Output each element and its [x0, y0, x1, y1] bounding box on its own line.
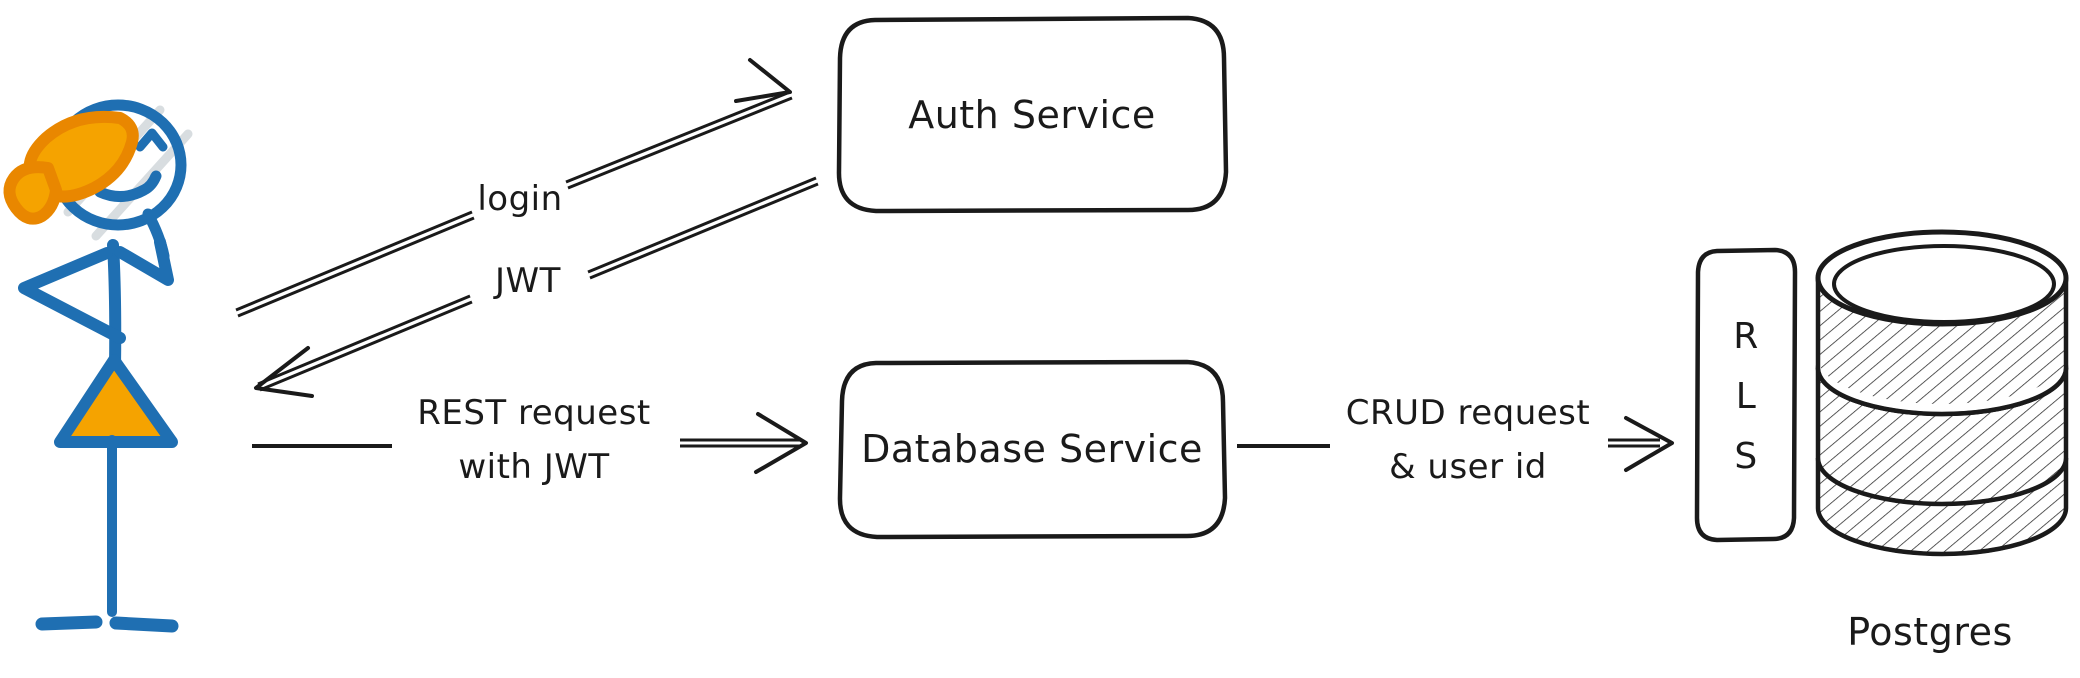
actor-arm-right	[114, 236, 174, 286]
actor-mouth	[94, 170, 162, 202]
user-stick-figure	[3, 99, 193, 633]
actor-hair-bow-icon	[3, 110, 139, 225]
rest-arrowhead-icon	[754, 412, 808, 474]
node-postgres-database[interactable]: Postgres	[1810, 229, 2076, 654]
edge-label-jwt: JWT	[493, 261, 561, 301]
rls-box[interactable]	[1694, 247, 1798, 543]
edge-login: login	[235, 58, 793, 318]
rls-label-r: R	[1733, 316, 1759, 357]
login-arrowhead-icon	[734, 58, 792, 103]
edge-rest-request: REST request with JWT	[252, 393, 808, 487]
db-top-rim-inner	[1832, 244, 2056, 324]
edge-label-rest-line1: REST request	[417, 393, 651, 433]
crud-arrowhead-icon	[1624, 416, 1674, 472]
auth-service-box[interactable]	[836, 15, 1229, 214]
database-service-label: Database Service	[861, 427, 1203, 471]
actor-dress	[54, 354, 178, 448]
node-database-service[interactable]: Database Service	[837, 359, 1228, 540]
postgres-caption: Postgres	[1847, 610, 2013, 654]
edge-label-rest-line2: with JWT	[458, 447, 609, 487]
node-auth-service[interactable]: Auth Service	[836, 15, 1229, 214]
database-service-box[interactable]	[837, 359, 1228, 540]
rls-label-l: L	[1736, 376, 1757, 417]
auth-service-label: Auth Service	[908, 93, 1156, 137]
edge-label-crud-line1: CRUD request	[1346, 393, 1590, 433]
edge-jwt: JWT	[254, 176, 819, 398]
node-rls[interactable]: R L S	[1694, 247, 1798, 543]
actor-foot-right	[109, 616, 179, 633]
actor-foot-left	[35, 615, 103, 631]
edge-crud-request: CRUD request & user id	[1237, 393, 1674, 487]
rls-label-s: S	[1734, 436, 1757, 477]
actor-eye-right	[135, 128, 168, 152]
edge-label-crud-line2: & user id	[1389, 447, 1547, 487]
actor-torso	[107, 239, 122, 373]
jwt-arrowhead-icon	[254, 346, 314, 398]
actor-arm-left	[18, 247, 126, 344]
edge-label-login: login	[477, 179, 562, 219]
